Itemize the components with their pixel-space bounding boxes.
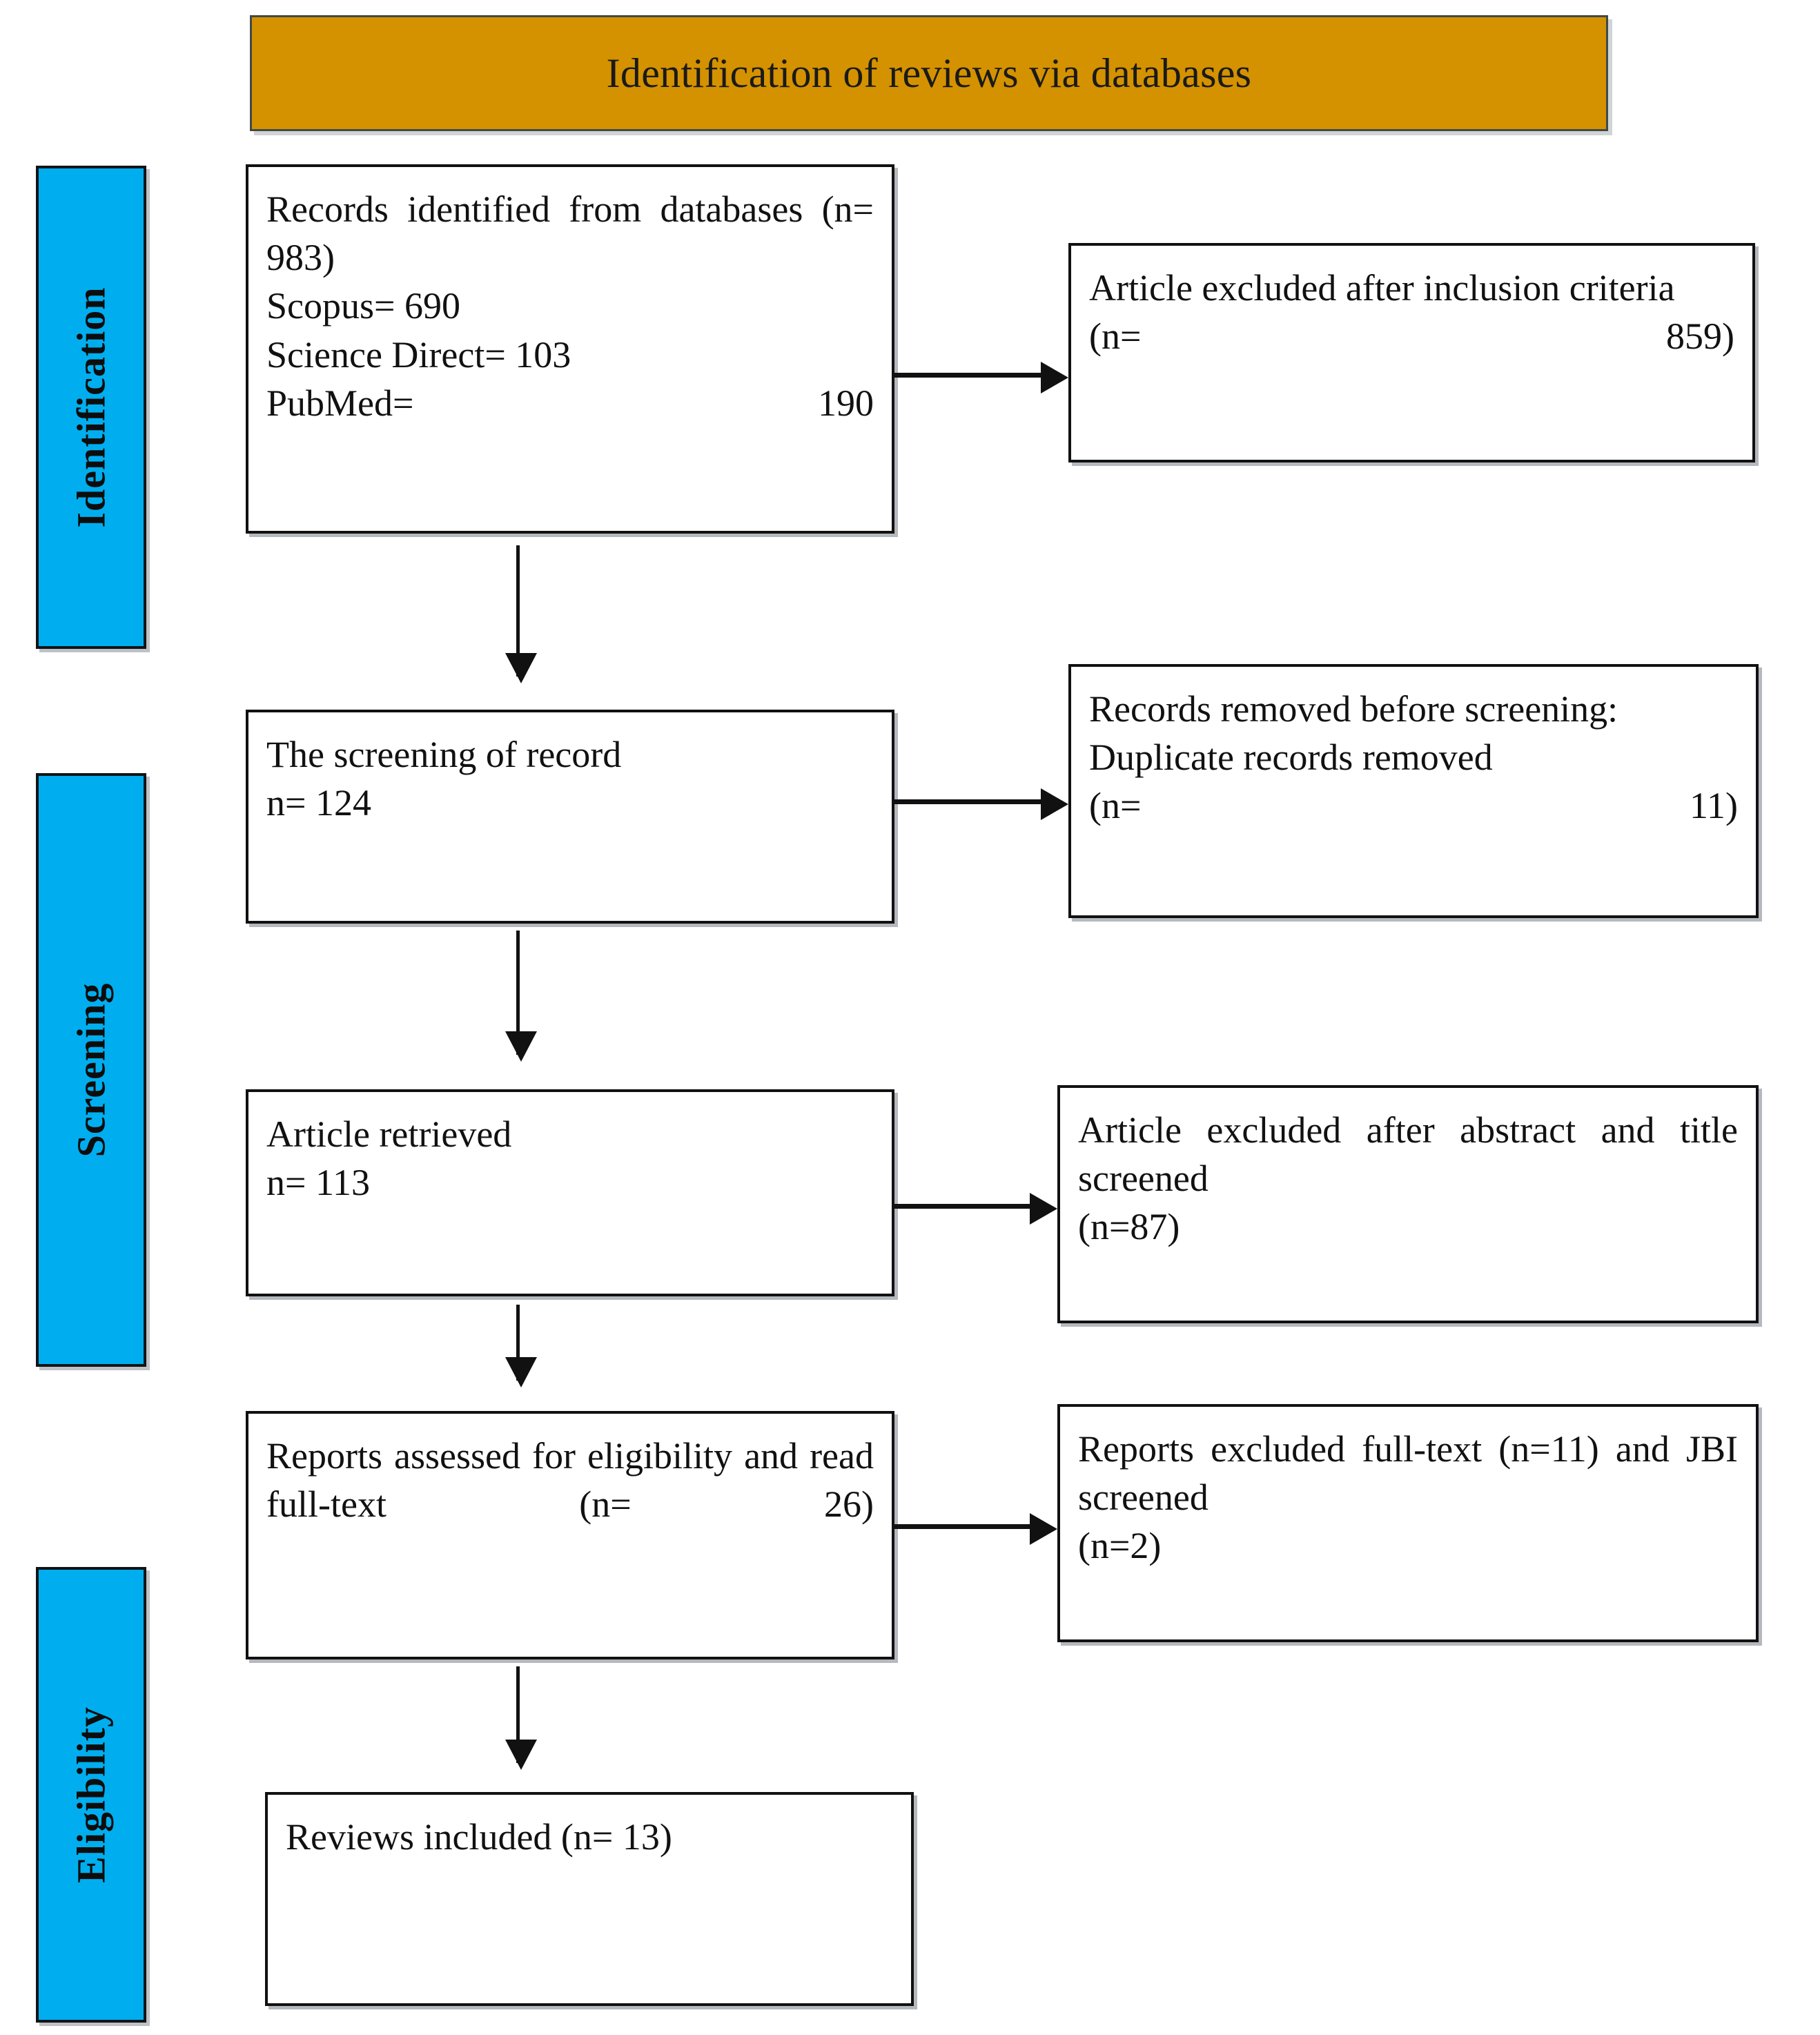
box-reviews-included-text: Reviews included (n= 13): [286, 1816, 672, 1858]
box-excluded-abstract-title: Article excluded after abstract and titl…: [1057, 1085, 1759, 1323]
box-reports-assessed: Reports assessed for eligibility and rea…: [246, 1411, 894, 1659]
box-excluded-abstract-title-text: Article excluded after abstract and titl…: [1078, 1109, 1738, 1248]
arrow-down-screening-to-retrieved: [505, 931, 537, 1062]
box-article-retrieved: Article retrieved n= 113: [246, 1089, 894, 1296]
box-records-removed-text: Records removed before screening: Duplic…: [1089, 688, 1738, 827]
arrow-right-records-to-excluded-inclusion: [894, 362, 1068, 393]
box-reviews-included: Reviews included (n= 13): [265, 1792, 914, 2006]
box-screening-of-record-text: The screening of record n= 124: [266, 734, 622, 824]
arrow-right-screening-to-records-removed: [894, 788, 1068, 820]
box-reports-assessed-text: Reports assessed for eligibility and rea…: [266, 1435, 874, 1526]
box-reports-excluded-fulltext-text: Reports excluded full-text (n=11) and JB…: [1078, 1428, 1738, 1567]
box-screening-of-record: The screening of record n= 124: [246, 710, 894, 924]
stage-label-identification: Identification: [36, 166, 146, 649]
box-excluded-inclusion-criteria: Article excluded after inclusion criteri…: [1068, 243, 1755, 463]
arrow-right-reports-to-excluded-fulltext: [894, 1513, 1057, 1545]
box-records-identified: Records identified from databases (n= 98…: [246, 164, 894, 534]
diagram-header-banner: Identification of reviews via databases: [250, 15, 1608, 131]
stage-screening-text: Screening: [68, 982, 114, 1158]
arrow-down-retrieved-to-reports: [505, 1305, 537, 1388]
box-records-removed: Records removed before screening: Duplic…: [1068, 664, 1759, 918]
stage-eligibility-text: Eligibility: [68, 1706, 114, 1883]
box-excluded-inclusion-criteria-text: Article excluded after inclusion criteri…: [1089, 267, 1734, 358]
stage-identification-text: Identification: [68, 286, 114, 528]
banner-title: Identification of reviews via databases: [606, 50, 1252, 96]
arrow-right-retrieved-to-excluded-abstract: [894, 1193, 1057, 1225]
stage-label-eligibility: Eligibility: [36, 1567, 146, 2023]
box-records-identified-text: Records identified from databases (n= 98…: [266, 188, 874, 424]
stage-label-screening: Screening: [36, 773, 146, 1367]
arrow-down-records-to-screening: [505, 545, 537, 683]
box-article-retrieved-text: Article retrieved n= 113: [266, 1113, 512, 1204]
box-reports-excluded-fulltext: Reports excluded full-text (n=11) and JB…: [1057, 1404, 1759, 1642]
arrow-down-reports-to-included: [505, 1666, 537, 1770]
